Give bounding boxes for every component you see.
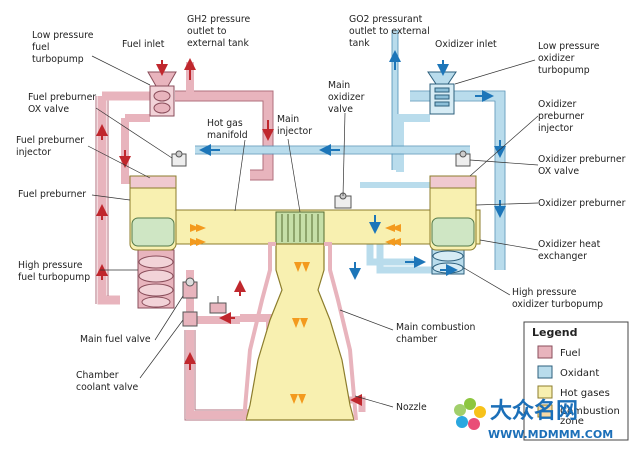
labels: Low pressure fuel turbopump Fuel inlet G… (16, 14, 628, 413)
label-high-pressure-oxidizer-turbopump: High pressure oxidizer turbopump (512, 287, 603, 310)
label-oxidizer-preburner-ox-valve: Oxidizer preburner OX valve (538, 154, 628, 177)
svg-text:zone: zone (560, 416, 584, 427)
watermark: 大众名网 WWW.MDMMM.COM (454, 398, 613, 441)
label-go2-outlet: GO2 pressurant outlet to external tank (349, 14, 433, 49)
legend-item-combustion-zone: Combustion zone (537, 404, 620, 427)
label-high-pressure-fuel-turbopump: High pressure fuel turbopump (18, 260, 90, 283)
low-pressure-oxidizer-turbopump (427, 71, 457, 115)
legend-title: Legend (532, 326, 578, 339)
label-main-injector: Main injector (277, 114, 312, 137)
flow-arrows-blue (199, 50, 506, 280)
label-main-combustion-chamber: Main combustion chamber (396, 322, 478, 345)
fuel-pipe-coolant (186, 330, 250, 419)
main-injector (275, 211, 325, 245)
watermark-brand: 大众名网 (490, 398, 578, 424)
label-fuel-inlet: Fuel inlet (122, 39, 165, 50)
fuel-valve-small (209, 296, 227, 314)
svg-text:Oxidant: Oxidant (560, 368, 599, 379)
main-fuel-valve (182, 277, 198, 299)
low-pressure-fuel-turbopump (147, 71, 177, 117)
oxidizer-preburner (429, 175, 477, 251)
fuel-pipe-left-outer (97, 96, 120, 305)
label-low-pressure-oxidizer-turbopump: Low pressure oxidizer turbopump (538, 41, 602, 76)
label-fuel-preburner-injector: Fuel preburner injector (16, 135, 87, 158)
label-oxidizer-heat-exchanger: Oxidizer heat exchanger (538, 239, 603, 262)
fuel-preburner (129, 175, 177, 251)
label-gh2-outlet: GH2 pressure outlet to external tank (187, 14, 253, 49)
svg-text:Fuel: Fuel (560, 348, 580, 359)
label-oxidizer-preburner: Oxidizer preburner (538, 198, 626, 209)
main-combustion-chamber-nozzle (242, 242, 358, 421)
oxidizer-preburner-ox-valve (455, 150, 471, 167)
label-fuel-preburner-ox-valve: Fuel preburner OX valve (28, 92, 99, 115)
legend-item-fuel: Fuel (537, 345, 580, 359)
label-low-pressure-fuel-turbopump: Low pressure fuel turbopump (32, 30, 96, 65)
legend: Legend Fuel Oxidant Hot gases Combustion… (523, 321, 629, 441)
label-chamber-coolant-valve: Chamber coolant valve (76, 370, 139, 393)
ox-pipe-left (396, 114, 430, 172)
fuel-pipe-inner (121, 118, 142, 184)
legend-item-oxidant: Oxidant (537, 365, 599, 379)
svg-text:Combustion: Combustion (560, 406, 620, 417)
label-main-oxidizer-valve: Main oxidizer valve (328, 80, 367, 115)
label-nozzle: Nozzle (396, 402, 427, 413)
label-hot-gas-manifold: Hot gas manifold (207, 118, 248, 141)
flow-arrows-orange (190, 224, 401, 404)
label-oxidizer-inlet: Oxidizer inlet (435, 39, 497, 50)
label-oxidizer-preburner-injector: Oxidizer preburner injector (538, 99, 587, 134)
high-pressure-fuel-turbopump (137, 249, 175, 309)
watermark-logo-icon (454, 398, 486, 430)
flow-arrows-red (96, 58, 362, 406)
watermark-url: WWW.MDMMM.COM (488, 428, 613, 441)
chamber-coolant-valve (182, 311, 198, 327)
callout-lines (87, 55, 539, 408)
label-main-fuel-valve: Main fuel valve (80, 334, 151, 345)
legend-item-hot-gases: Hot gases (537, 385, 610, 399)
label-fuel-preburner: Fuel preburner (18, 189, 86, 200)
fuel-preburner-ox-valve (171, 150, 187, 167)
svg-text:Hot gases: Hot gases (560, 388, 610, 399)
